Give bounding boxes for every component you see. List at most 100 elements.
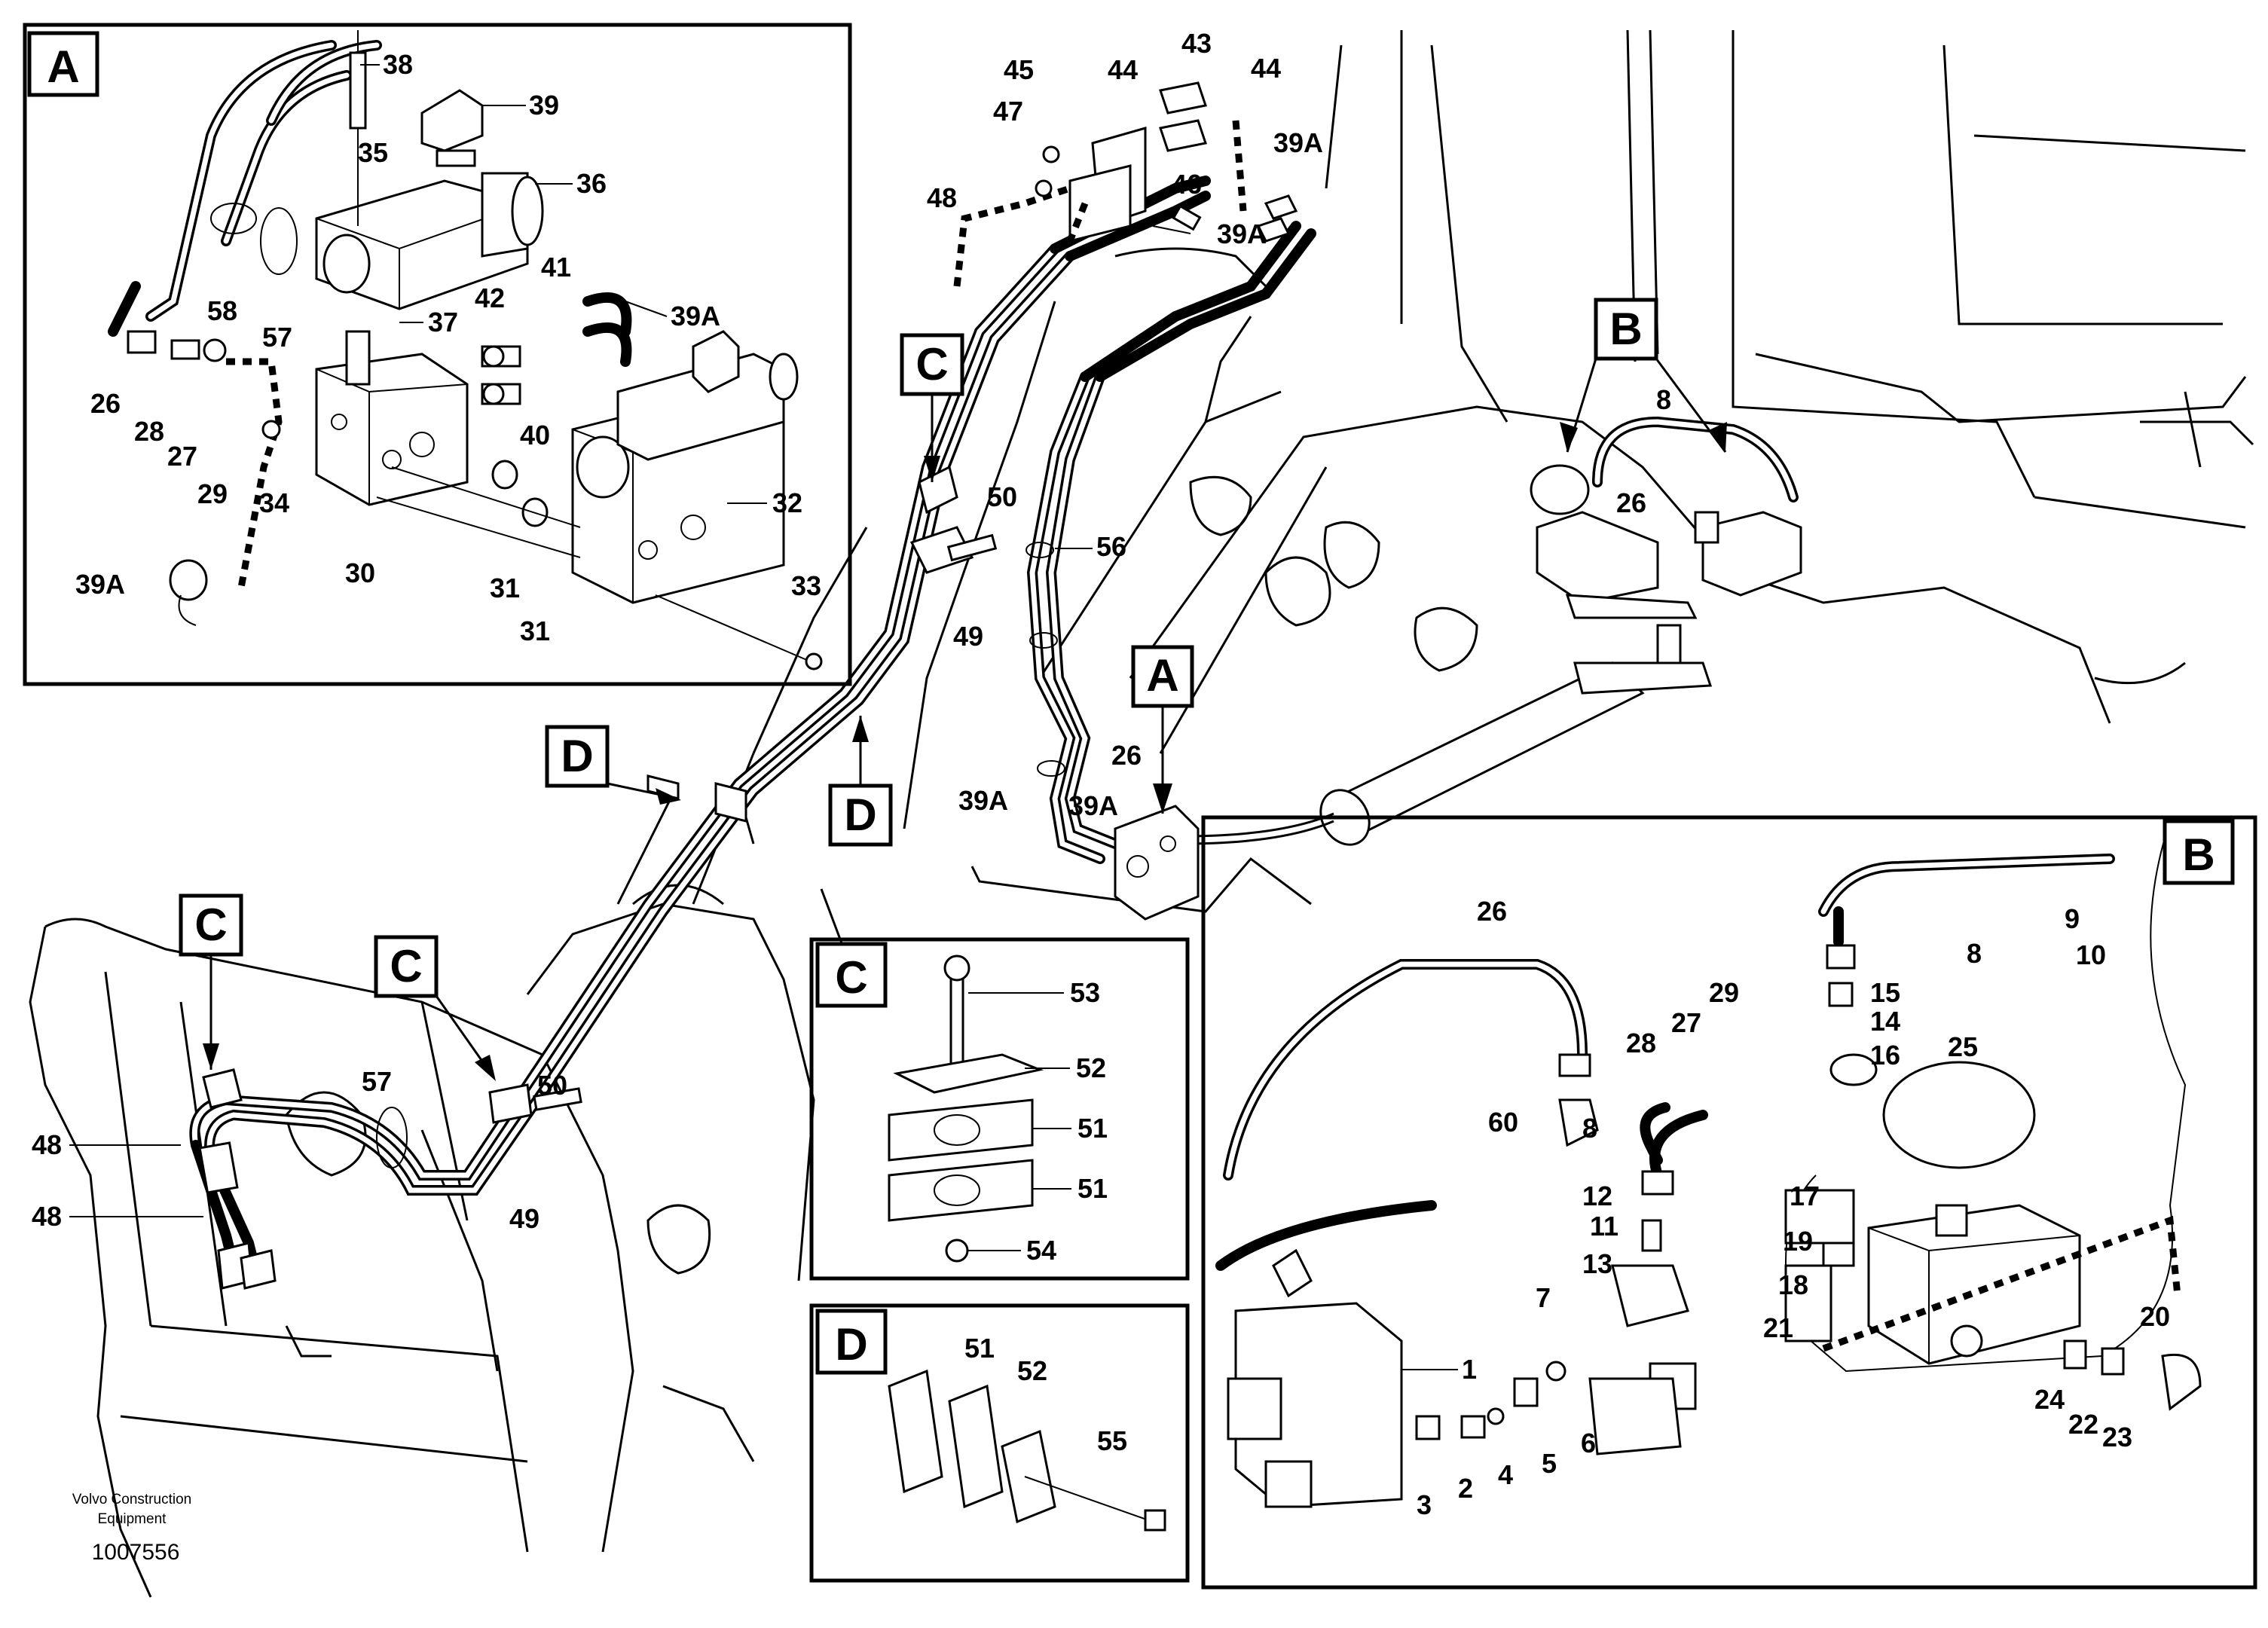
label-36: 36	[576, 168, 607, 199]
main-view-valve-a	[1114, 805, 1200, 921]
main-view-brackets	[953, 81, 1298, 287]
label-32: 32	[772, 487, 802, 518]
callout-box-a-detail: A	[27, 31, 99, 97]
label-11: 11	[1590, 1211, 1618, 1242]
label-52a: 51	[1077, 1113, 1108, 1144]
label-40d: 39A	[958, 785, 1008, 816]
callout-b-main: B	[1560, 298, 1727, 453]
label-58b: 57	[362, 1066, 392, 1097]
label-40b: 39A	[1273, 127, 1323, 158]
detail-d-parts	[888, 1369, 1166, 1532]
label-53b: 52	[1017, 1355, 1047, 1386]
svg-text:D: D	[561, 731, 593, 781]
label-22: 22	[2068, 1409, 2098, 1440]
label-5: 5	[1542, 1448, 1557, 1479]
part-labels: 38 39 35 36 58 57 41 37 42 39A 26 28 27 …	[32, 28, 2170, 1520]
label-19: 19	[1783, 1226, 1813, 1257]
label-8b: 8	[1967, 938, 1982, 969]
main-view-valve-b	[1530, 416, 1802, 695]
detail-b-parts	[1215, 820, 2202, 1508]
label-42: 41	[541, 252, 571, 283]
label-45a: 44	[1108, 54, 1138, 85]
label-53: 52	[1076, 1052, 1106, 1083]
svg-text:C: C	[915, 339, 948, 389]
label-52b: 51	[1077, 1173, 1108, 1204]
callout-d-main-left: D	[545, 725, 681, 805]
svg-text:C: C	[390, 941, 422, 991]
callout-a-main: A	[1131, 645, 1194, 814]
callout-letter-a: A	[47, 41, 79, 92]
callout-box-d-detail: D	[815, 1309, 888, 1375]
label-45b: 44	[1251, 53, 1281, 84]
detail-a-parts	[108, 30, 823, 670]
label-54: 53	[1070, 977, 1100, 1008]
label-9: 9	[2065, 903, 2080, 934]
label-26d: 26	[1477, 896, 1507, 927]
detail-c-frame	[809, 937, 1190, 1281]
label-16: 16	[1870, 1040, 1900, 1071]
label-59: 58	[207, 295, 237, 326]
label-28b: 28	[1626, 1028, 1656, 1058]
label-58: 57	[262, 322, 292, 353]
label-40e: 39A	[1068, 790, 1118, 821]
label-25: 25	[1948, 1031, 1978, 1062]
label-48: 47	[993, 96, 1023, 127]
svg-text:C: C	[194, 900, 227, 950]
label-2: 2	[1458, 1473, 1473, 1504]
label-24: 24	[2034, 1384, 2065, 1415]
label-50a: 49	[953, 621, 983, 652]
caption: Volvo Construction Equipment 1007556	[72, 1492, 191, 1565]
svg-text:A: A	[1146, 650, 1178, 701]
label-60: 60	[1488, 1107, 1518, 1138]
label-7: 7	[1536, 1282, 1551, 1313]
label-39: 39	[529, 90, 559, 121]
label-15: 15	[1870, 977, 1900, 1008]
label-13: 13	[1582, 1248, 1612, 1279]
label-26a: 26	[90, 388, 121, 419]
detail-b-frame	[1201, 815, 2257, 1590]
label-47: 46	[1172, 169, 1202, 200]
label-37: 37	[428, 307, 458, 338]
label-26c: 26	[1111, 740, 1142, 771]
callout-c-main-mid: C	[374, 935, 496, 1081]
label-8c: 8	[1582, 1113, 1597, 1144]
label-23: 23	[2102, 1422, 2132, 1452]
callout-letter-b: B	[2182, 829, 2215, 880]
label-6: 6	[1581, 1428, 1596, 1458]
label-28a: 28	[134, 416, 164, 447]
label-17: 17	[1790, 1181, 1820, 1211]
label-49a: 48	[927, 182, 957, 213]
label-56: 55	[1097, 1425, 1127, 1456]
label-29b: 29	[1709, 977, 1739, 1008]
label-49b: 48	[32, 1129, 62, 1160]
main-view-clamps	[198, 465, 1065, 1290]
callout-letter-c: C	[835, 952, 867, 1003]
label-18: 18	[1778, 1269, 1808, 1300]
label-55: 54	[1026, 1235, 1056, 1266]
callout-c-main-left: C	[179, 893, 243, 1070]
callout-box-c-detail: C	[815, 942, 888, 1008]
callout-letter-d: D	[835, 1319, 867, 1370]
label-8a: 8	[1656, 384, 1671, 415]
label-20: 20	[2140, 1301, 2170, 1332]
machine-frame-drawing	[903, 29, 2254, 913]
label-3: 3	[1417, 1489, 1432, 1520]
caption-number: 1007556	[92, 1540, 180, 1565]
label-44: 43	[1181, 28, 1212, 59]
label-27b: 27	[1671, 1007, 1701, 1038]
label-57: 56	[1096, 531, 1126, 562]
label-41: 40	[520, 420, 550, 451]
label-40c: 39A	[1217, 218, 1267, 249]
label-51a: 50	[987, 481, 1017, 512]
svg-text:D: D	[844, 790, 876, 840]
label-34: 34	[259, 487, 289, 518]
label-50b: 49	[509, 1203, 539, 1234]
label-33: 33	[791, 570, 821, 601]
label-31b: 31	[520, 615, 550, 646]
detail-a-frame	[23, 23, 852, 686]
label-46: 45	[1004, 54, 1034, 85]
label-31a: 31	[490, 573, 520, 603]
label-14: 14	[1870, 1006, 1900, 1037]
callout-c-main-top: C	[900, 333, 964, 482]
